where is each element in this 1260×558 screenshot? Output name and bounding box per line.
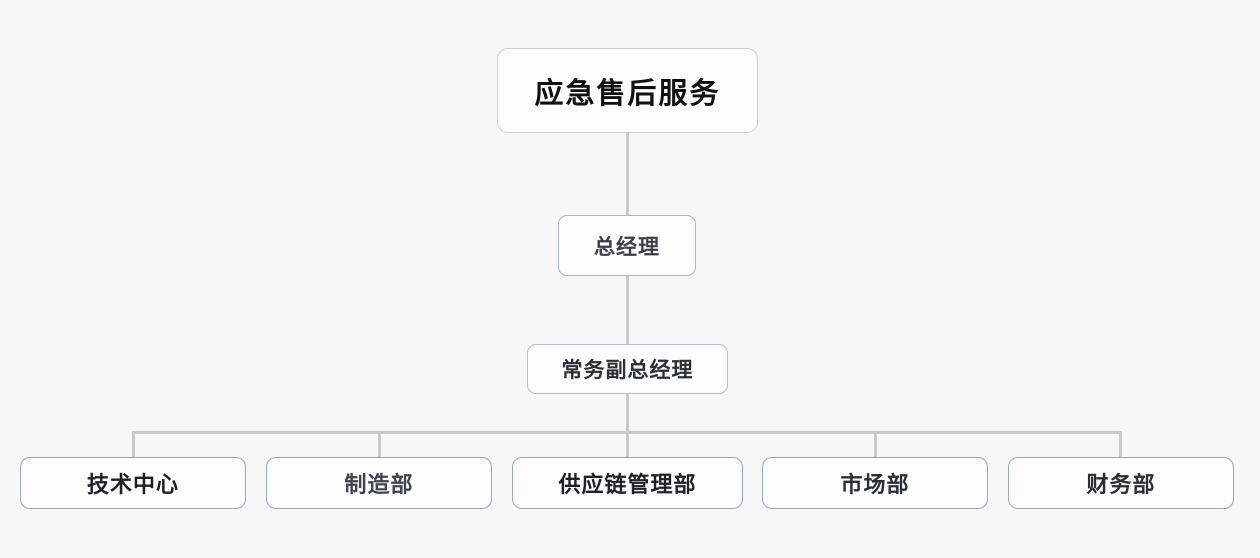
- org-node-root-label: 应急售后服务: [534, 75, 721, 110]
- connector-gm-to-dgm: [626, 276, 629, 344]
- org-node-deputy-general-manager-label: 常务副总经理: [561, 358, 694, 382]
- org-node-general-manager[interactable]: 总经理: [558, 215, 696, 276]
- connector-bus-to-dept-market: [874, 431, 877, 458]
- org-node-dept-tech-label: 技术中心: [86, 473, 179, 498]
- org-node-dept-supply-chain[interactable]: 供应链管理部: [512, 457, 743, 509]
- connector-root-to-gm: [626, 133, 629, 215]
- org-node-dept-supply-chain-label: 供应链管理部: [558, 473, 697, 498]
- org-node-dept-finance[interactable]: 财务部: [1008, 457, 1234, 509]
- org-node-deputy-general-manager[interactable]: 常务副总经理: [527, 344, 728, 394]
- connector-bus-to-dept-fin: [1119, 431, 1122, 458]
- org-node-dept-tech[interactable]: 技术中心: [20, 457, 246, 509]
- connector-bus-to-dept-supply: [626, 431, 629, 458]
- org-node-dept-manufacturing-label: 制造部: [344, 473, 414, 498]
- connector-bus-to-dept-tech: [132, 431, 135, 458]
- org-node-general-manager-label: 总经理: [594, 234, 660, 259]
- org-node-dept-marketing[interactable]: 市场部: [762, 457, 988, 509]
- connector-dgm-to-bus: [626, 394, 629, 434]
- org-node-dept-manufacturing[interactable]: 制造部: [266, 457, 492, 509]
- org-node-dept-finance-label: 财务部: [1086, 473, 1156, 498]
- org-node-root[interactable]: 应急售后服务: [497, 48, 758, 133]
- connector-bus-to-dept-mfg: [378, 431, 381, 458]
- org-node-dept-marketing-label: 市场部: [840, 473, 910, 498]
